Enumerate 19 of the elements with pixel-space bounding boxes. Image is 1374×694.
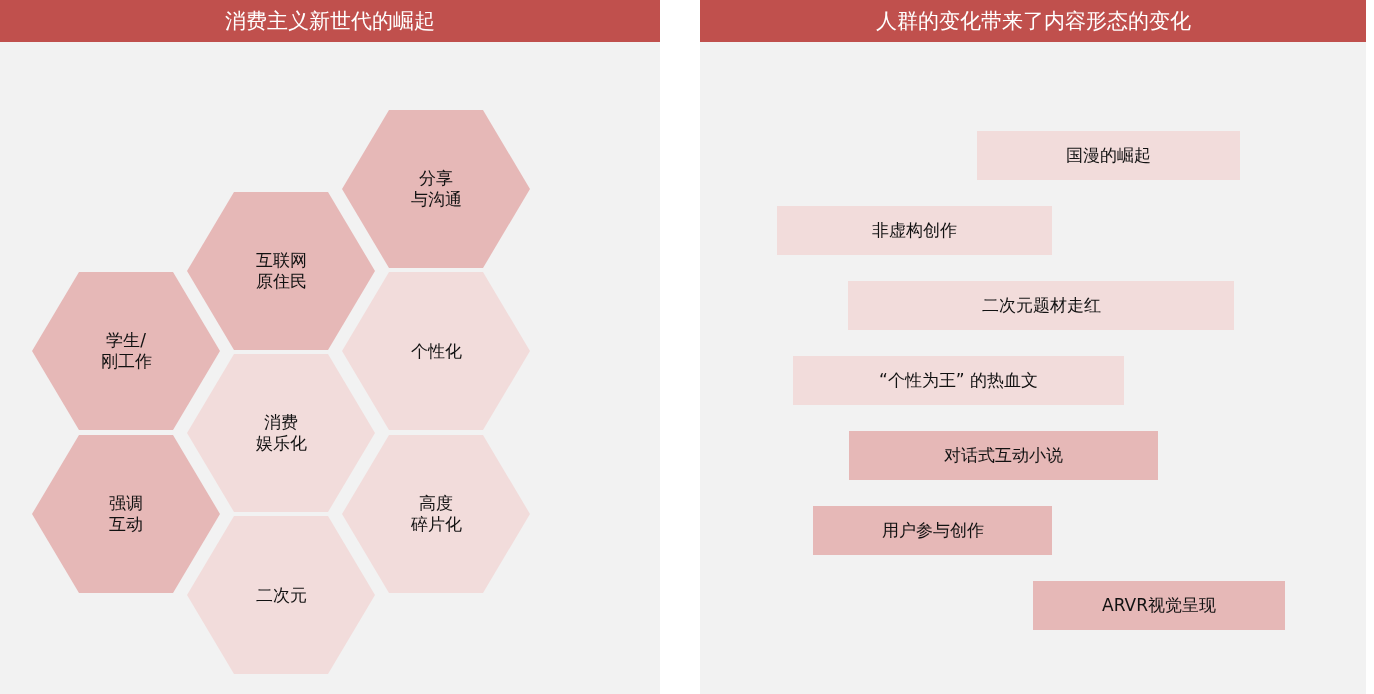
- panel-background: [700, 0, 1366, 694]
- panel-heading: 人群的变化带来了内容形态的变化: [700, 0, 1366, 42]
- hexagon: 消费娱乐化: [187, 354, 375, 512]
- content-bar: ARVR视觉呈现: [1033, 581, 1285, 630]
- hexagon: 强调互动: [32, 435, 220, 593]
- content-bar: 二次元题材走红: [848, 281, 1234, 330]
- hexagon: 个性化: [342, 272, 530, 430]
- hexagon: 高度碎片化: [342, 435, 530, 593]
- content-bar: 对话式互动小说: [849, 431, 1158, 480]
- content-bar: 国漫的崛起: [977, 131, 1240, 180]
- panel-background: [0, 0, 660, 694]
- hexagon: 分享与沟通: [342, 110, 530, 268]
- content-bar: “个性为王” 的热血文: [793, 356, 1124, 405]
- content-bar: 非虚构创作: [777, 206, 1052, 255]
- hexagon: 学生/刚工作: [32, 272, 220, 430]
- panel-heading: 消费主义新世代的崛起: [0, 0, 660, 42]
- content-bar: 用户参与创作: [813, 506, 1052, 555]
- hexagon: 互联网原住民: [187, 192, 375, 350]
- hexagon: 二次元: [187, 516, 375, 674]
